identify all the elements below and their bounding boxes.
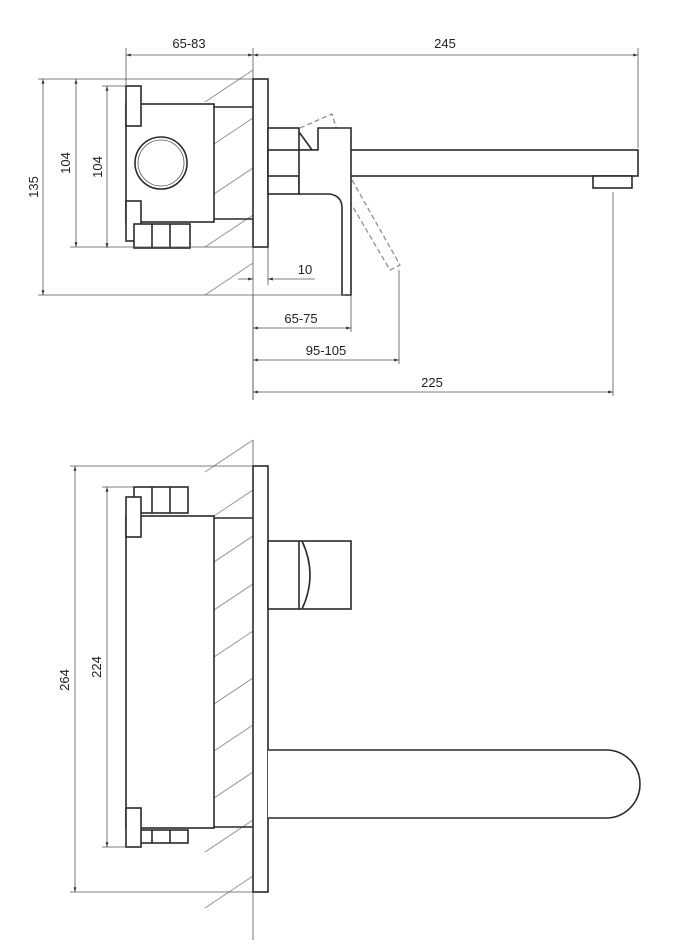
mixer-body-top xyxy=(125,486,253,848)
side-view: 65-83 245 135 104 104 10 65-75 95-10 xyxy=(26,36,639,400)
dim-body-length: 224 xyxy=(89,656,104,678)
dim-lever-depth: 65-75 xyxy=(284,311,317,326)
dimensions-top: 264 224 xyxy=(57,465,253,893)
cover-plate xyxy=(252,78,269,248)
dim-lever-swing: 95-105 xyxy=(306,343,346,358)
dim-body-height-outer: 104 xyxy=(58,152,73,174)
dimensions-side: 65-83 245 135 104 104 10 65-75 95-10 xyxy=(26,36,639,400)
spout-top xyxy=(268,749,641,819)
cover-plate-top xyxy=(252,465,269,893)
cartridge-nut-icon xyxy=(134,136,188,190)
dim-box-depth: 65-83 xyxy=(172,36,205,51)
dim-spout-length: 245 xyxy=(434,36,456,51)
lever-swing-outline xyxy=(299,113,401,271)
dim-plate-thickness: 10 xyxy=(298,262,312,277)
top-view: 264 224 xyxy=(57,439,641,940)
dim-total-height: 135 xyxy=(26,176,41,198)
aerator xyxy=(592,175,633,189)
connector-nut xyxy=(133,223,191,249)
dim-spout-outlet: 225 xyxy=(421,375,443,390)
dim-plate-length: 264 xyxy=(57,669,72,691)
dim-body-height-inner: 104 xyxy=(90,156,105,178)
lever-handle-top xyxy=(267,540,352,610)
mixer-body xyxy=(125,85,253,249)
